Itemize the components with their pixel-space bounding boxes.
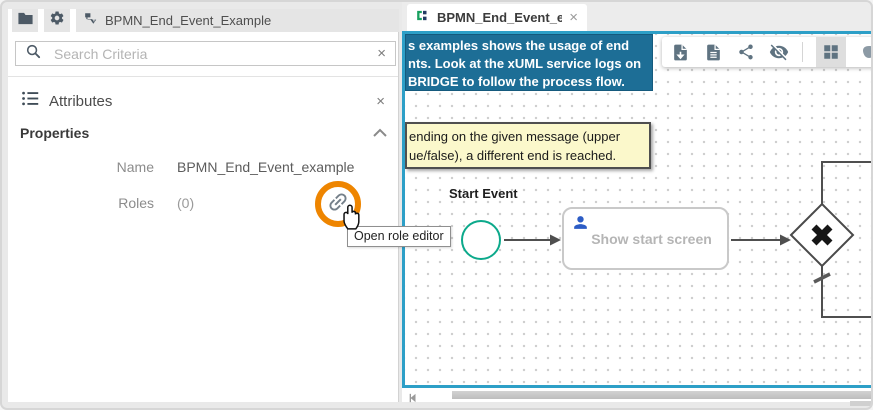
attributes-header: Attributes × [8, 87, 398, 115]
blue-note-line: s examples shows the usage of end [408, 38, 630, 53]
document-button[interactable] [703, 42, 723, 62]
person-icon [571, 213, 590, 237]
scroll-left-arrow[interactable] [408, 390, 418, 408]
diagram-canvas[interactable]: s examples shows the usage of end nts. L… [402, 31, 873, 388]
roles-value: (0) [177, 195, 195, 211]
download-button[interactable] [670, 42, 690, 62]
scrollbar-corner [850, 401, 871, 406]
properties-title: Properties [20, 125, 90, 141]
search-box: × [15, 41, 396, 66]
attributes-close-button[interactable]: × [376, 92, 385, 110]
task-show-start-screen[interactable]: Show start screen [562, 207, 729, 270]
gateway-x-marker [811, 224, 833, 246]
link-icon [326, 190, 350, 219]
folder-icon [17, 11, 34, 31]
yellow-note[interactable]: ending on the given message (upper ue/fa… [405, 122, 651, 169]
horizontal-scrollbar [402, 388, 871, 403]
share-button[interactable] [736, 42, 756, 62]
model-icon [84, 12, 98, 30]
chevron-up-icon[interactable] [373, 124, 387, 142]
editor-tab-label: BPMN_End_Event_ex... [437, 10, 562, 25]
model-tab-label: BPMN_End_Event_Example [105, 13, 272, 28]
diagram-tab-icon [416, 9, 430, 27]
arrowhead [550, 234, 561, 246]
arrowhead [780, 234, 791, 246]
roles-label: Roles [118, 195, 154, 211]
search-clear-button[interactable]: × [377, 45, 386, 62]
canvas-toolbar [662, 37, 871, 67]
blue-note-line: nts. Look at the xUML service logs on [408, 56, 642, 71]
grid-view-button[interactable] [816, 37, 846, 67]
properties-header: Properties [20, 124, 387, 142]
clipped-toolbar-button[interactable] [859, 42, 871, 62]
roles-field-row: Roles (0) [8, 195, 398, 211]
default-flow-marker [813, 272, 831, 284]
open-role-editor-button[interactable] [315, 181, 361, 227]
editor-tab-bar: BPMN_End_Event_ex... × [402, 2, 871, 31]
blue-note-line: BRIDGE to follow the process flow. [408, 74, 625, 89]
tooltip: Open role editor [347, 226, 451, 247]
toolbar-separator [802, 42, 803, 62]
gear-icon [49, 10, 65, 31]
name-value: BPMN_End_Event_example [177, 159, 355, 175]
search-input[interactable] [52, 44, 368, 63]
name-label: Name [116, 159, 154, 175]
properties-panel: BPMN_End_Event_Example × Attributes × Pr… [8, 9, 451, 402]
panel-divider [8, 76, 398, 77]
blue-note[interactable]: s examples shows the usage of end nts. L… [405, 34, 653, 91]
diagram-connectors [504, 161, 873, 318]
start-event-node[interactable] [461, 220, 501, 260]
flow-up-connector[interactable] [821, 161, 873, 204]
attributes-list-icon [21, 90, 40, 112]
model-tab[interactable]: BPMN_End_Event_Example [76, 9, 399, 32]
search-icon [25, 43, 42, 65]
editor-tab-close-button[interactable]: × [569, 9, 578, 26]
scrollbar-thumb[interactable] [452, 391, 871, 399]
yellow-note-line: ue/false), a different end is reached. [409, 148, 617, 163]
attributes-title: Attributes [49, 92, 113, 110]
editor-tab[interactable]: BPMN_End_Event_ex... × [407, 4, 587, 31]
flow-down-connector[interactable] [821, 266, 873, 318]
yellow-note-line: ending on the given message (upper [409, 129, 621, 144]
task-label: Show start screen [591, 230, 712, 247]
folder-button[interactable] [12, 9, 38, 32]
hide-annotations-button[interactable] [769, 42, 789, 62]
settings-button[interactable] [44, 9, 70, 32]
start-event-label: Start Event [449, 186, 518, 201]
name-field-row: Name BPMN_End_Event_example [8, 159, 398, 175]
